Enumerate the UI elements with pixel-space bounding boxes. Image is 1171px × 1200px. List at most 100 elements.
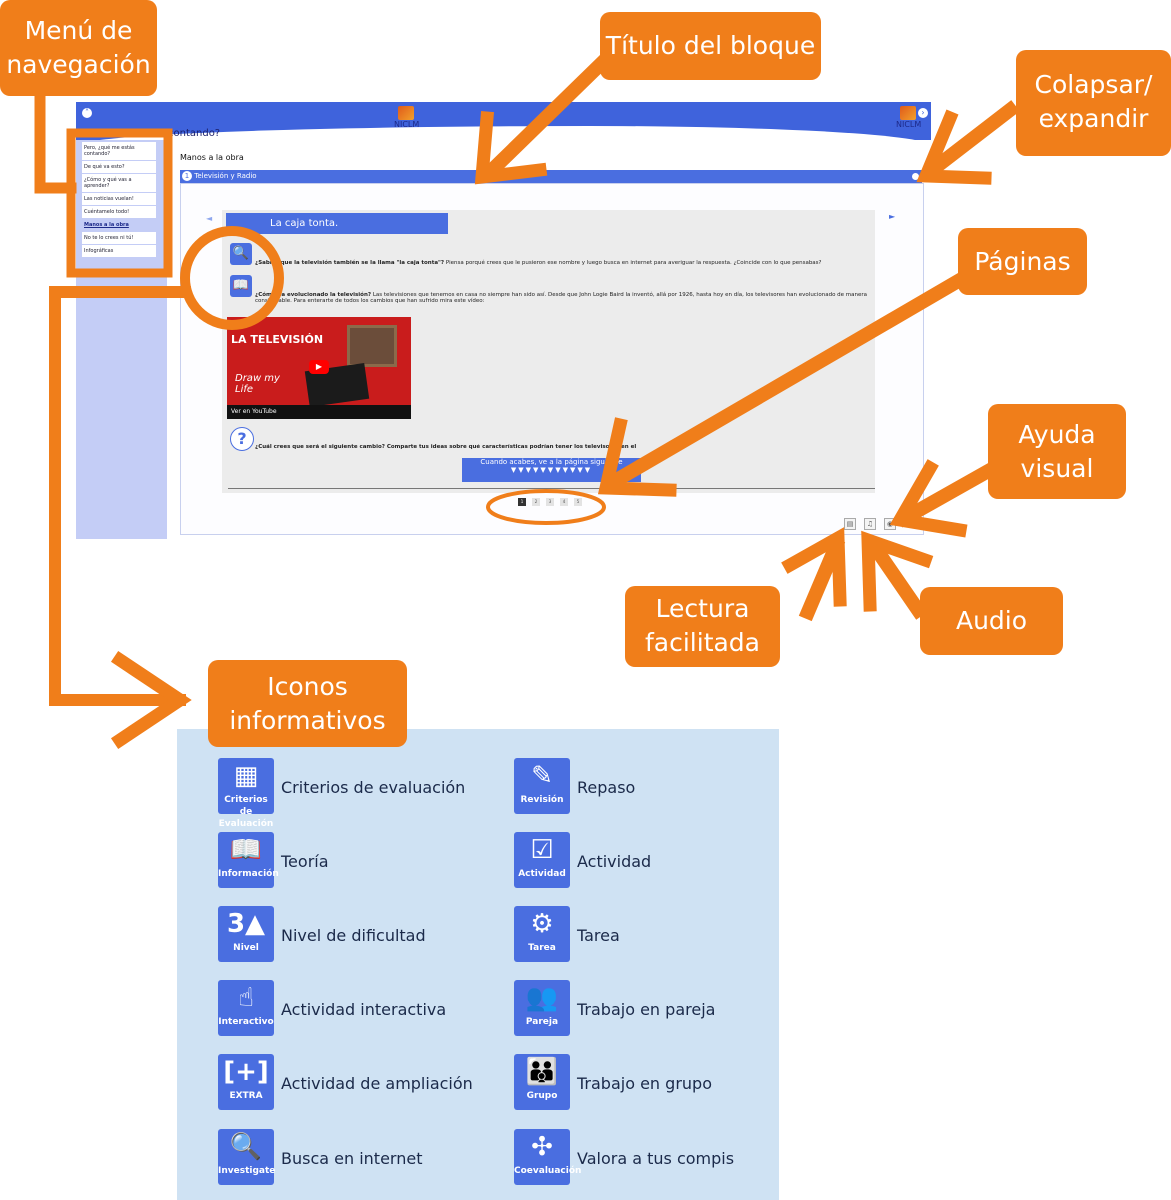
next-page-icon[interactable]: ►: [889, 212, 896, 221]
collapse-menu-icon[interactable]: ˄: [82, 108, 92, 118]
prev-page-icon[interactable]: ◄: [206, 214, 213, 223]
p2-rest: Las televisiones que tenemos en casa no …: [255, 292, 868, 304]
callout-collapse: Colapsar/ expandir: [1016, 50, 1171, 156]
collapse-arrow: [922, 100, 1020, 180]
logo-text: NICLM: [394, 120, 420, 129]
block-title-arrow: [480, 45, 620, 182]
audio-arrow: [864, 536, 928, 620]
legend-label: Tarea: [577, 926, 620, 945]
menu-item[interactable]: No te lo crees ni tú!: [82, 232, 156, 245]
legend-label: Trabajo en pareja: [577, 1000, 716, 1019]
legend-icon-caption: EXTRA: [229, 1091, 263, 1101]
pages-highlight-ellipse: [486, 489, 606, 525]
window-title: contando?: [168, 128, 221, 139]
legend-icon-caption: Tarea: [528, 943, 556, 953]
easy-reading-arrow: [798, 536, 846, 622]
legend-icon-caption: Coevaluación: [514, 1166, 582, 1176]
paragraph-3: ¿Cuál crees que será el siguiente cambio…: [255, 444, 665, 450]
legend-icon-glyph: 📖: [229, 835, 263, 865]
menu-item[interactable]: De qué va esto?: [82, 161, 156, 174]
menu-item[interactable]: Las noticias vuelan!: [82, 193, 156, 206]
icons-highlight-circle: [180, 226, 284, 330]
callout-pages: Páginas: [958, 228, 1087, 295]
legend-label: Actividad de ampliación: [281, 1074, 473, 1093]
legend-icon-glyph: 👥: [525, 983, 559, 1013]
network-icon: ✣Coevaluación: [514, 1129, 582, 1185]
menu-connector: [34, 84, 77, 194]
legend-label: Repaso: [577, 778, 636, 797]
pencil-icon: ✎Revisión: [514, 758, 570, 814]
menu-item[interactable]: Infográficas: [82, 245, 156, 258]
video-channel: Draw my Life: [235, 373, 280, 395]
legend-icon-glyph: [+]: [223, 1057, 269, 1087]
menu-highlight-frame: [66, 128, 173, 278]
divider: [228, 488, 875, 489]
legend-icon-caption: Nivel: [233, 943, 259, 953]
menu-item[interactable]: Manos a la obra: [82, 219, 156, 232]
legend-icon-glyph: 👪: [525, 1057, 559, 1087]
legend-label: Actividad interactiva: [281, 1000, 447, 1019]
checklist-icon: ☑Actividad: [514, 832, 570, 888]
collapse-block-icon[interactable]: [912, 173, 919, 180]
pages-arrowhead: [597, 417, 677, 497]
legend-icon-glyph: 🔍: [229, 1132, 263, 1162]
audio-arrowhead: [861, 530, 934, 612]
legend-label: Valora a tus compis: [577, 1149, 735, 1168]
legend-icon-caption: Información: [218, 869, 279, 879]
legend-icon-glyph: ☑: [530, 835, 554, 865]
easy-reading-icon[interactable]: ▤: [844, 518, 856, 530]
legend-icon-glyph: ✎: [531, 761, 553, 791]
question-icon: ?: [230, 427, 254, 451]
legend-icon-glyph: ☝: [238, 983, 254, 1013]
top-bar: ˄ NICLM NICLM ›: [76, 102, 931, 146]
play-icon[interactable]: ▶: [309, 360, 329, 374]
icons-arrowhead: [110, 650, 192, 750]
legend-label: Busca en internet: [281, 1149, 423, 1168]
paragraph-2: ¿Cómo ha evolucionado la televisión? Las…: [255, 292, 875, 304]
legend-icon-glyph: 3▲: [226, 909, 266, 939]
p2-bold: ¿Cómo ha evolucionado la televisión?: [255, 292, 372, 298]
visual-help-arrow: [895, 460, 1000, 528]
block-number-badge: 1: [182, 171, 192, 181]
search-icon: 🔍: [230, 243, 252, 265]
block-title: Televisión y Radio: [194, 172, 257, 180]
p1-bold: ¿Sabías que la televisión también se la …: [255, 260, 445, 266]
page-button[interactable]: 2: [532, 498, 540, 506]
menu-item[interactable]: Cuéntamelo todo!: [82, 206, 156, 219]
page-button[interactable]: 5: [574, 498, 582, 506]
group-icon: 👪Grupo: [514, 1054, 570, 1110]
legend-label: Criterios de evaluación: [281, 778, 466, 797]
callout-visual-help: Ayuda visual: [988, 404, 1126, 499]
video-embed[interactable]: LA TELEVISIÓN ▶ Draw my Life Ver en YouT…: [227, 317, 411, 419]
book-icon: 📖: [230, 275, 252, 297]
level-icon: 3▲ Nivel: [218, 906, 274, 962]
section-title-text: La caja tonta.: [270, 218, 339, 229]
audio-icon[interactable]: ♫: [864, 518, 876, 530]
callout-menu: Menú de navegación: [0, 0, 157, 96]
logo-text-right: NICLM: [896, 120, 922, 129]
page-button[interactable]: 1: [518, 498, 526, 506]
legend-icon-caption: Interactivo: [218, 1017, 274, 1027]
gears-icon: ⚙ Tarea: [514, 906, 570, 962]
legend-icon-glyph: ▦: [233, 761, 259, 791]
menu-item[interactable]: Pero, ¿qué me estás contando?: [82, 142, 156, 161]
expand-icon[interactable]: ›: [918, 108, 928, 118]
p1-rest: Piensa porqué crees que le pusieron ese …: [445, 260, 822, 266]
navigation-menu: Pero, ¿qué me estás contando?De qué va e…: [82, 142, 156, 258]
legend-icon-caption: Investigate: [218, 1166, 276, 1176]
block-title-bar[interactable]: 1 Televisión y Radio: [180, 170, 922, 183]
page-button[interactable]: 4: [560, 498, 568, 506]
page-title: Manos a la obra: [180, 153, 244, 162]
menu-item[interactable]: ¿Cómo y qué vas a aprender?: [82, 174, 156, 193]
watch-on-youtube[interactable]: Ver en YouTube: [227, 405, 411, 419]
app-logo-right: NICLM: [896, 106, 922, 130]
legend-label: Teoría: [281, 852, 329, 871]
legend-icon-glyph: ⚙: [530, 909, 554, 939]
video-heading: LA TELEVISIÓN: [231, 333, 324, 346]
callout-audio: Audio: [920, 587, 1063, 655]
pages-arrow: [610, 270, 970, 488]
section-title: La caja tonta.: [226, 213, 448, 234]
page-button[interactable]: 3: [546, 498, 554, 506]
